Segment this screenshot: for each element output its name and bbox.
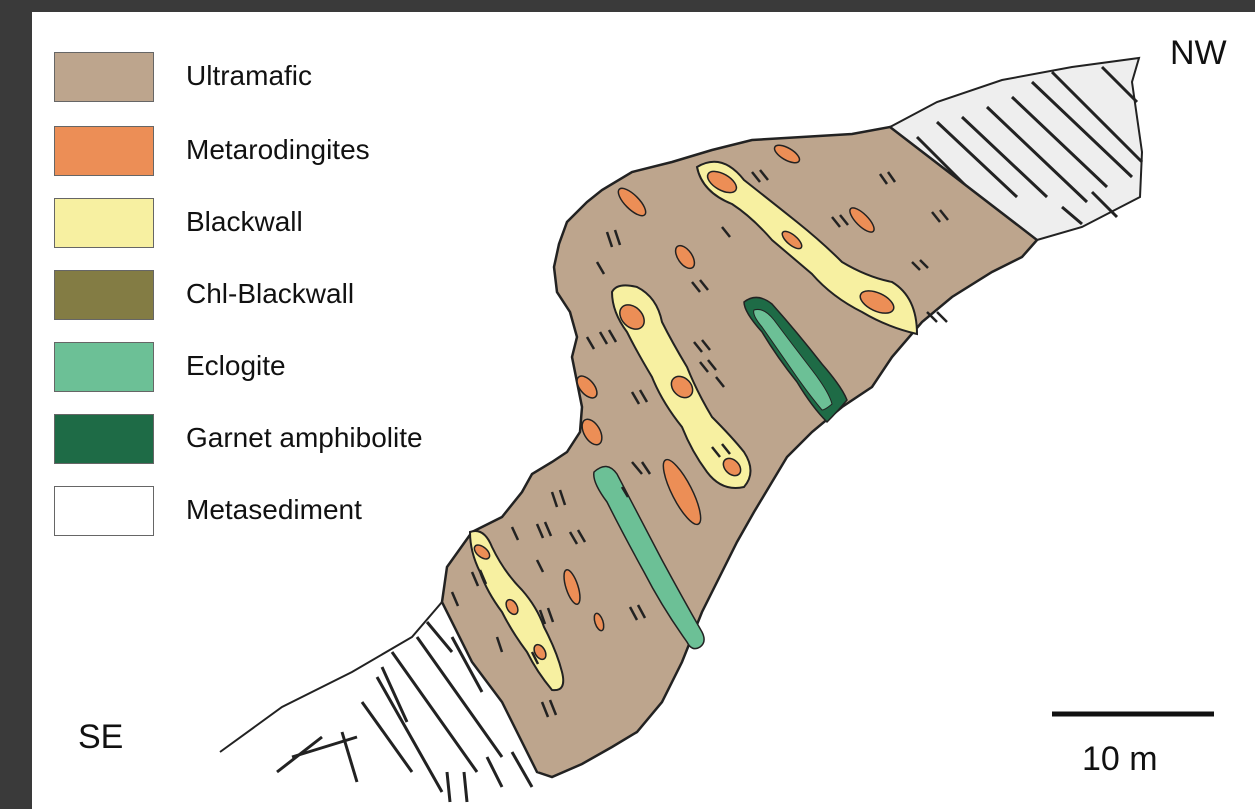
legend-item-metarodingites: Metarodingites <box>54 126 514 178</box>
legend-swatch <box>54 270 154 320</box>
legend-label: Metasediment <box>186 494 362 526</box>
legend-label: Chl-Blackwall <box>186 278 354 310</box>
legend-label: Ultramafic <box>186 60 312 92</box>
legend-swatch <box>54 126 154 176</box>
legend-label: Garnet amphibolite <box>186 422 423 454</box>
legend-label: Blackwall <box>186 206 303 238</box>
geologic-cross-section: Ultramafic Metarodingites Blackwall Chl-… <box>32 12 1255 809</box>
legend-label: Metarodingites <box>186 134 370 166</box>
legend-item-garnet-amphibolite: Garnet amphibolite <box>54 414 514 466</box>
direction-label-nw: NW <box>1170 34 1227 73</box>
legend-item-chl-blackwall: Chl-Blackwall <box>54 270 514 322</box>
legend-label: Eclogite <box>186 350 286 382</box>
legend-item-eclogite: Eclogite <box>54 342 514 394</box>
scale-label: 10 m <box>1082 740 1158 779</box>
legend-swatch <box>54 486 154 536</box>
legend-swatch <box>54 52 154 102</box>
legend-swatch <box>54 414 154 464</box>
legend-item-blackwall: Blackwall <box>54 198 514 250</box>
legend-item-ultramafic: Ultramafic <box>54 52 514 104</box>
legend-swatch <box>54 198 154 248</box>
legend-swatch <box>54 342 154 392</box>
direction-label-se: SE <box>78 718 123 757</box>
legend-item-metasediment: Metasediment <box>54 486 514 538</box>
